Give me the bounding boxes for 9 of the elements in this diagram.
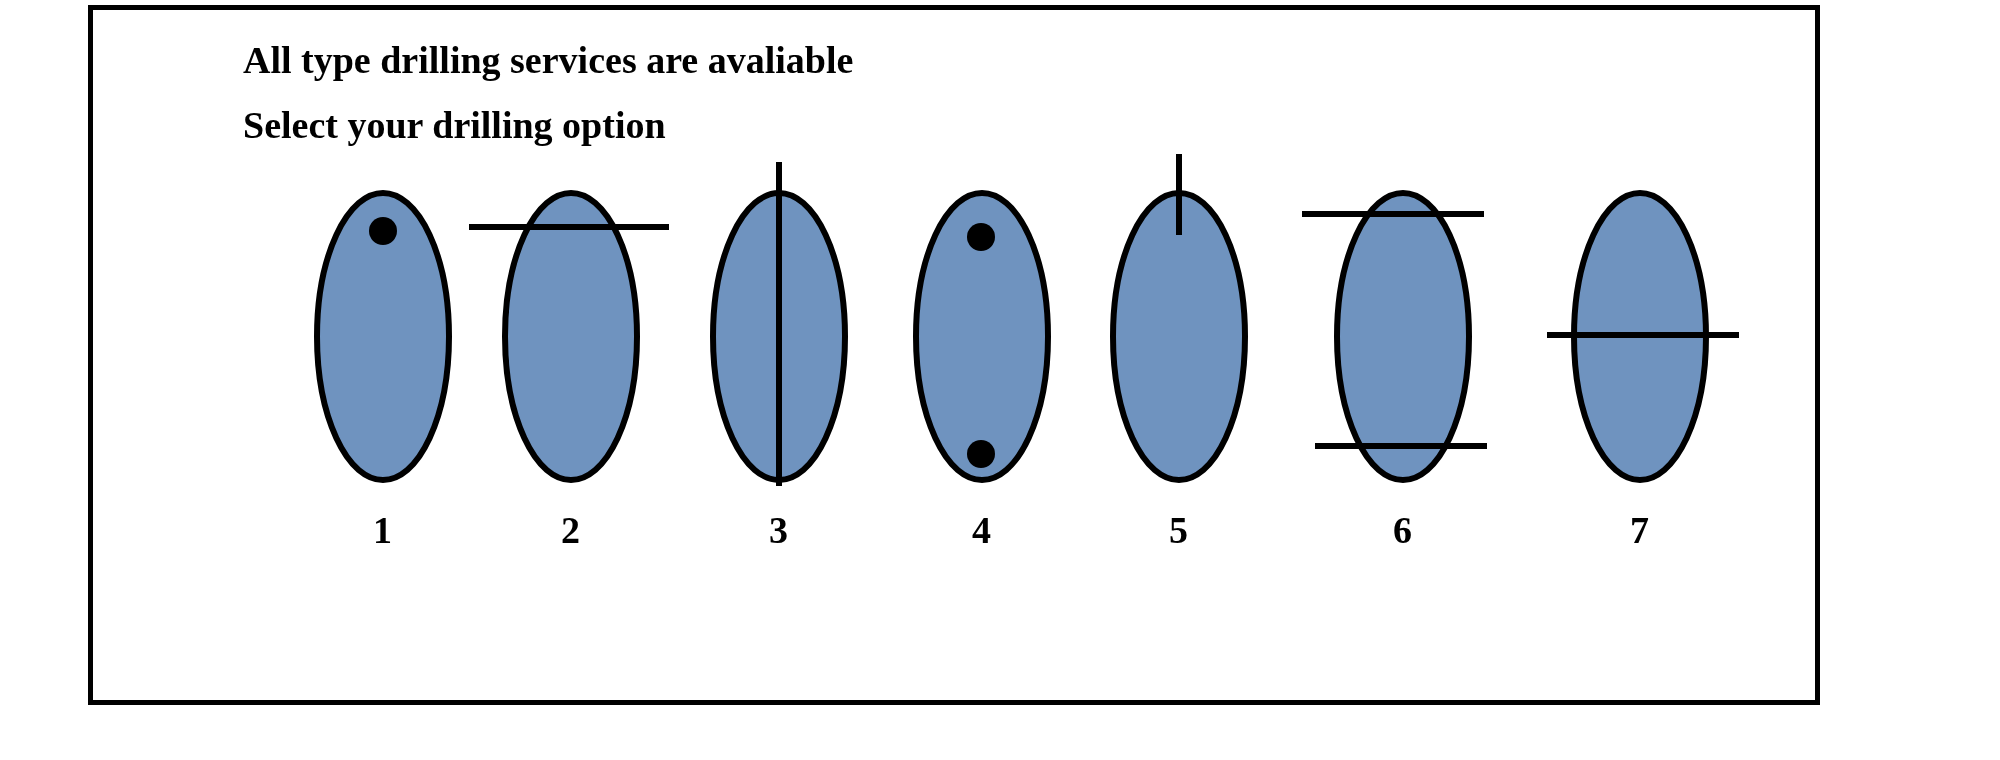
option-number: 5 (1169, 508, 1188, 552)
option-number: 3 (769, 508, 788, 552)
option-number: 7 (1630, 508, 1649, 552)
option-number: 4 (972, 508, 991, 552)
option-number: 2 (561, 508, 580, 552)
option-number: 1 (373, 508, 392, 552)
option-number: 6 (1393, 508, 1412, 552)
heading-text: All type drilling services are avaliable (243, 38, 854, 82)
heading-text: Select your drilling option (243, 103, 666, 147)
